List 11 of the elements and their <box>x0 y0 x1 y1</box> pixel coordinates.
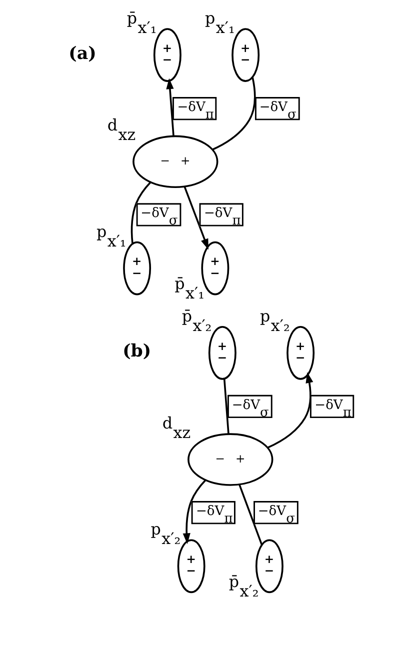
connector <box>130 182 151 244</box>
node-ellipse: + − <box>200 241 229 296</box>
label: (b) <box>122 342 151 362</box>
connector <box>212 77 256 150</box>
arrow <box>166 78 174 136</box>
connector <box>238 484 262 546</box>
arrow <box>266 372 313 448</box>
connector <box>222 378 229 434</box>
arrow <box>183 186 208 250</box>
arrow <box>182 480 206 544</box>
label: (a) <box>68 44 96 64</box>
